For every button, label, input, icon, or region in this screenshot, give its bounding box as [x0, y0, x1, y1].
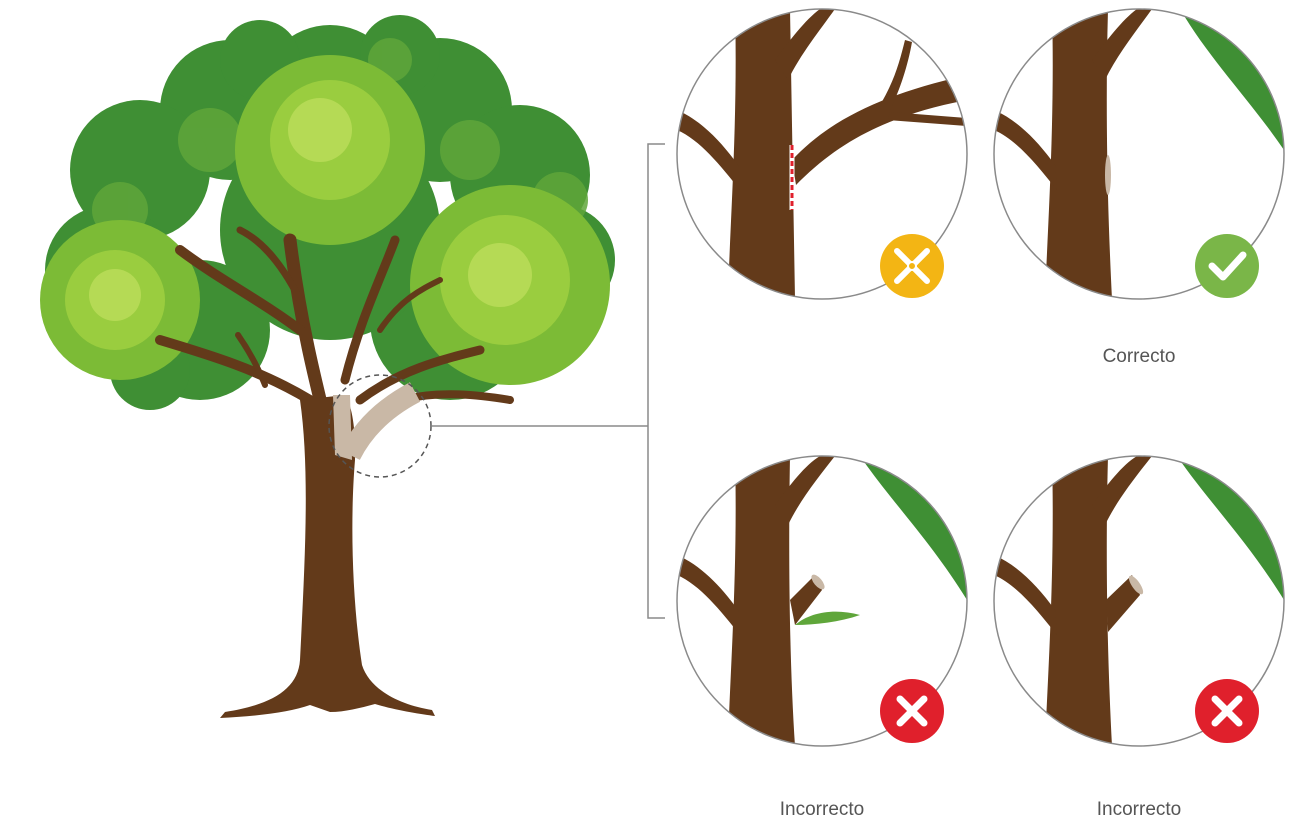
panel-cut-location: [677, 9, 967, 299]
pruning-wound: [1105, 155, 1111, 195]
pruning-shears-icon: [880, 234, 944, 298]
label-incorrect-flush: Incorrecto: [1039, 799, 1239, 821]
cross-icon: [1195, 679, 1259, 743]
panel-correct: [994, 9, 1284, 299]
panel-incorrect-stub: [677, 456, 967, 746]
tree-trunk: [220, 395, 435, 718]
label-correct: Correcto: [1039, 346, 1239, 368]
tree-illustration: [40, 15, 615, 718]
cross-icon: [880, 679, 944, 743]
label-incorrect-stub: Incorrecto: [722, 799, 922, 821]
branch-collar-highlight: [333, 395, 352, 460]
panel-incorrect-long-stub: [994, 456, 1284, 746]
checkmark-icon: [1195, 234, 1259, 298]
